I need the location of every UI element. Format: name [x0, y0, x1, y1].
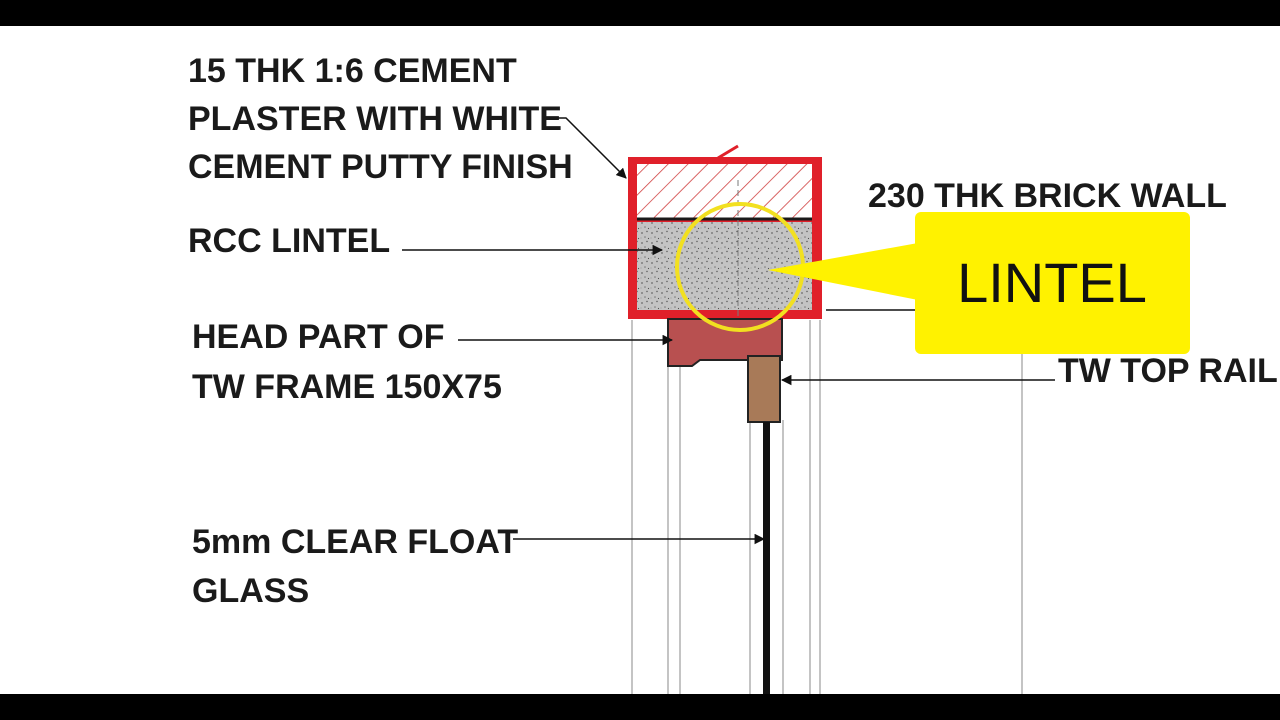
- wall-section: [628, 144, 822, 330]
- plaster-label-line2: PLASTER WITH WHITE: [188, 100, 562, 138]
- callout-text: LINTEL: [957, 251, 1147, 314]
- glass-label-line2: GLASS: [192, 572, 309, 610]
- plaster-label-line1: 15 THK 1:6 CEMENT: [188, 52, 517, 90]
- rcc-lintel-block: [637, 222, 812, 310]
- callout-pointer: [768, 243, 918, 300]
- annotation-labels: 15 THK 1:6 CEMENT PLASTER WITH WHITE CEM…: [188, 52, 1280, 610]
- tw-top-rail: [747, 355, 781, 423]
- callout-box: [915, 212, 1190, 354]
- drawing-sheet: [0, 26, 1280, 694]
- clear-float-glass: [763, 422, 770, 694]
- plaster-leader: [543, 117, 627, 179]
- tw-frame-head: [667, 318, 783, 367]
- reference-lines: [631, 320, 1023, 694]
- top-rail-label: TW TOP RAIL 4: [1058, 352, 1280, 390]
- rcc-lintel-label: RCC LINTEL: [188, 222, 390, 260]
- plaster-label-line3: CEMENT PUTTY FINISH: [188, 148, 573, 186]
- head-part-label-line1: HEAD PART OF: [192, 318, 444, 356]
- brick-wall-label: 230 THK BRICK WALL: [868, 177, 1227, 215]
- lintel-callout: LINTEL: [768, 212, 1190, 354]
- glass-label-line1: 5mm CLEAR FLOAT: [192, 523, 518, 561]
- break-line: [717, 144, 739, 160]
- leader-lines: [402, 117, 1055, 545]
- brick-hatch: [637, 164, 812, 218]
- head-part-label-line2: TW FRAME 150X75: [192, 368, 502, 406]
